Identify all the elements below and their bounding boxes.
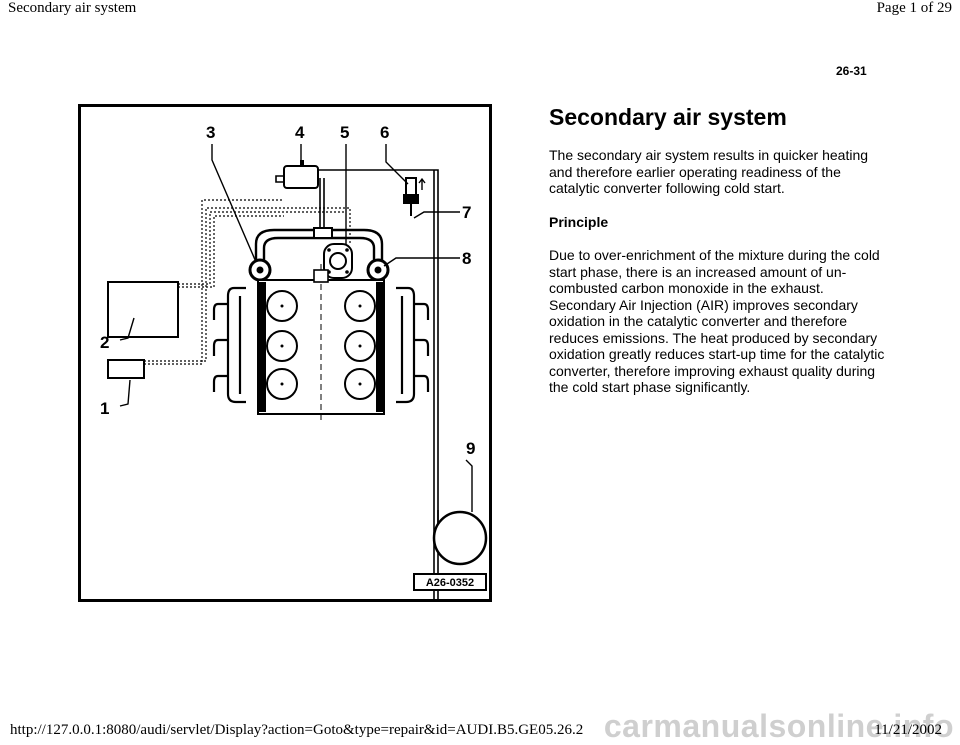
page-code: 26-31: [836, 64, 867, 78]
watermark: carmanualsonline.info: [603, 708, 954, 744]
callout-7: 7: [462, 203, 471, 222]
callout-1: 1: [100, 399, 109, 418]
header-title: Secondary air system: [8, 0, 137, 16]
footer-date: 11/21/2002: [874, 722, 942, 738]
callout-3: 3: [206, 123, 215, 142]
callout-2: 2: [100, 333, 109, 352]
figure-code: A26-0352: [426, 577, 474, 589]
callout-5: 5: [340, 123, 349, 142]
principle-paragraph: Due to over-enrichment of the mixture du…: [549, 247, 885, 395]
callout-9: 9: [466, 439, 475, 458]
callout-8: 8: [462, 249, 471, 268]
callout-6: 6: [380, 123, 389, 142]
secondary-air-diagram: 3 4 5 6 7 8 2 1 9 A26-0352: [78, 104, 492, 602]
page-heading: Secondary air system: [549, 104, 787, 130]
callout-4: 4: [295, 123, 305, 142]
intro-paragraph: The secondary air system results in quic…: [549, 147, 869, 196]
footer-url[interactable]: http://127.0.0.1:8080/audi/servlet/Displ…: [10, 722, 584, 738]
principle-subheading: Principle: [549, 214, 609, 230]
page-indicator: Page 1 of 29: [876, 0, 952, 16]
